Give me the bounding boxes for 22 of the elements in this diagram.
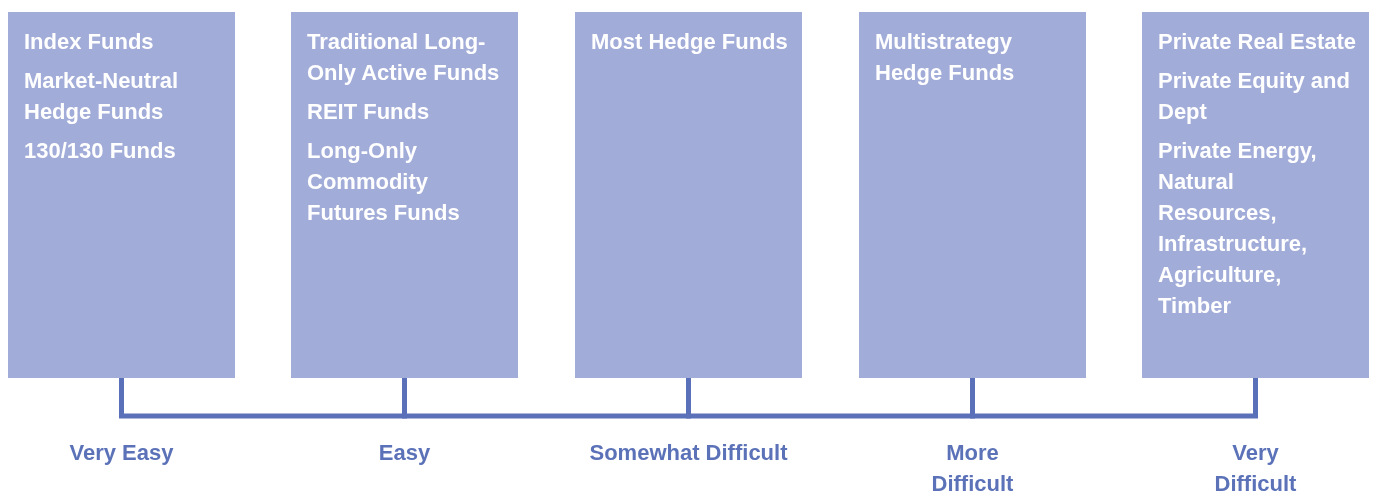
difficulty-label: Very Easy: [68, 439, 175, 467]
difficulty-label: More Difficult: [930, 439, 1015, 496]
fund-type-text: Traditional Long-Only Active Funds: [307, 28, 501, 87]
fund-type-text: Long-Only Commodity Futures Funds: [307, 137, 461, 227]
fund-category-box: [859, 12, 1086, 378]
fund-category-box: [575, 12, 802, 378]
fund-category-box: [8, 12, 235, 378]
difficulty-label: Very Difficult: [1213, 439, 1298, 496]
connector-line: [970, 378, 1258, 419]
fund-category-box: [1142, 12, 1369, 378]
fund-type-text: Private Equity and Dept: [1158, 67, 1351, 126]
fund-type-text: 130/130 Funds: [24, 137, 177, 165]
fund-type-text: Private Energy, Natural Resources, Infrastructure, Agriculture, Timber: [1158, 137, 1318, 320]
fund-type-text: Index Funds: [24, 28, 155, 56]
fund-category-box: [291, 12, 518, 378]
fund-type-text: Market-Neutral Hedge Funds: [24, 67, 180, 126]
difficulty-label: Easy: [377, 439, 432, 467]
difficulty-label: Somewhat Difficult: [588, 439, 789, 467]
fund-type-text: REIT Funds: [307, 98, 431, 126]
fund-type-text: Most Hedge Funds: [591, 28, 789, 56]
fund-type-text: Multistrategy Hedge Funds: [875, 28, 1016, 87]
fund-type-text: Private Real Estate: [1158, 28, 1357, 56]
